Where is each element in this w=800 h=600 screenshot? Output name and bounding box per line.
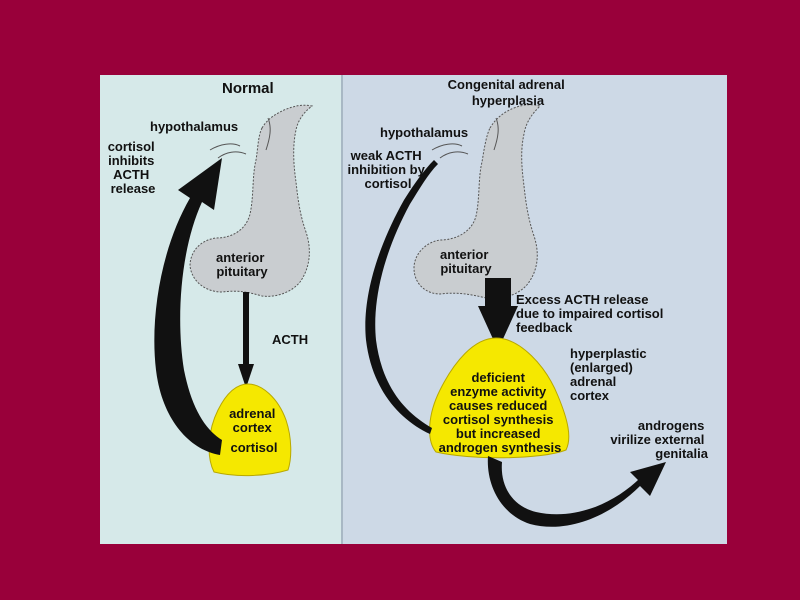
cah-hypothalamus-lines [431, 117, 499, 159]
normal-hypothalamus-lines [209, 117, 271, 159]
cah-adrenal-label: deficient enzyme activity causes reduced… [439, 370, 562, 455]
cah-androgens-label: androgens virilize external genitalia [610, 418, 708, 461]
normal-feedback-arrow [154, 158, 222, 455]
cah-excess-acth-arrow [478, 278, 518, 350]
normal-pituitary-label: anterior pituitary [216, 250, 268, 279]
cah-pituitary-sketch [413, 104, 541, 299]
cah-androgen-arrow [487, 456, 666, 527]
normal-title: Normal [222, 80, 274, 97]
normal-hypothalamus-label: hypothalamus [150, 119, 238, 134]
cah-hypothalamus-label: hypothalamus [380, 125, 468, 140]
normal-feedback-label: cortisol inhibits ACTH release [108, 139, 159, 196]
cah-excess-label: Excess ACTH release due to impaired cort… [516, 292, 667, 335]
cah-adrenal-cortex [429, 337, 570, 459]
cah-pituitary-label: anterior pituitary [440, 247, 492, 276]
cah-title: Congenital adrenal hyperplasia [448, 77, 569, 108]
cah-weak-label: weak ACTH inhibition by cortisol [348, 148, 429, 191]
cah-hyperplastic-label: hyperplastic (enlarged) adrenal cortex [570, 346, 650, 403]
normal-adrenal-label: adrenal cortex cortisol [229, 406, 279, 455]
cah-weak-feedback-arrow [365, 160, 438, 434]
normal-acth-arrow [238, 292, 254, 388]
normal-adrenal-cortex [208, 383, 292, 477]
normal-acth-label: ACTH [272, 332, 308, 347]
normal-pituitary-sketch [189, 104, 314, 297]
